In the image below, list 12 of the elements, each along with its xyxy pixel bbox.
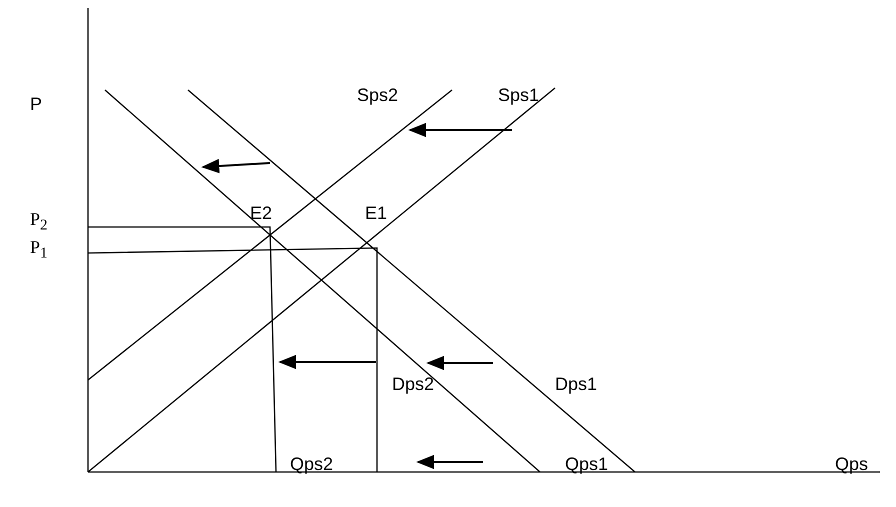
price-label: P$_{2}$ [30, 210, 48, 234]
point-label: E1 [365, 204, 388, 222]
axis-label: P [30, 95, 42, 113]
curve-label: Sps1 [498, 86, 540, 104]
price-label: P$_{1}$ [30, 238, 48, 262]
curve-label: Sps2 [357, 86, 398, 104]
quantity-label: Qps1 [565, 455, 608, 473]
curve-label: Dps2 [392, 375, 434, 393]
quantity-label: Qps2 [290, 455, 334, 473]
curve-label: Dps1 [555, 375, 598, 393]
point-label: E2 [250, 204, 272, 222]
axis-label: Qps [835, 455, 868, 473]
